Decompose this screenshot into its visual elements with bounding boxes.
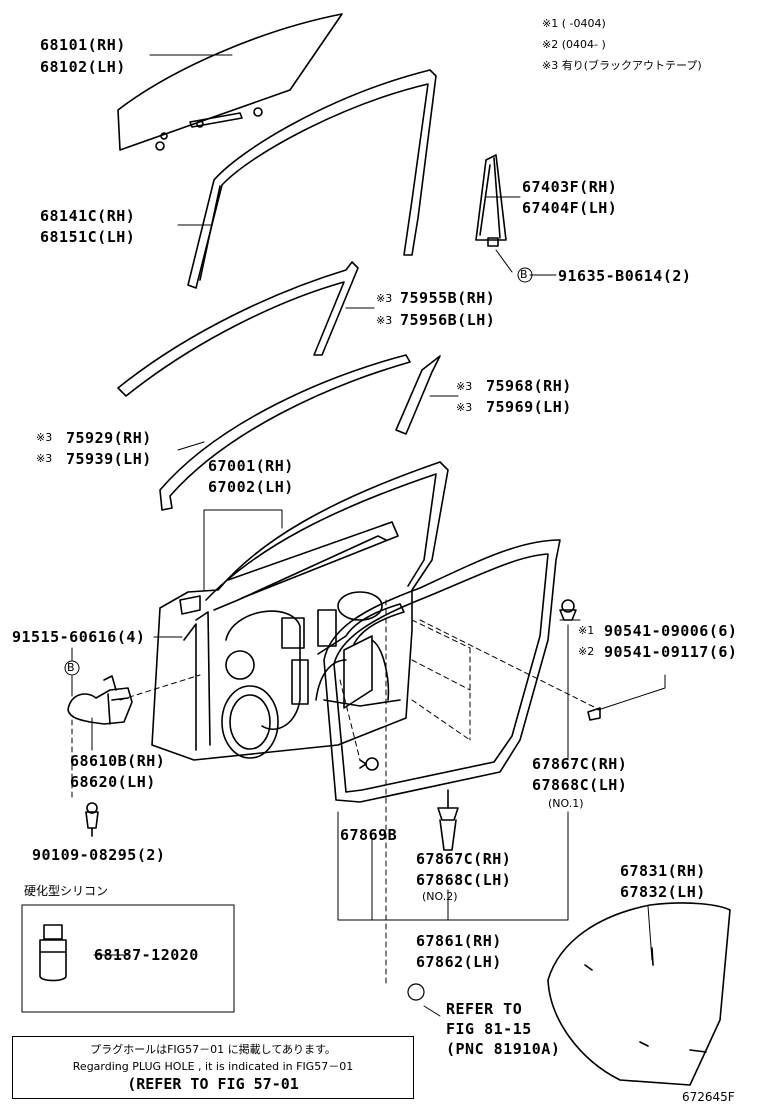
part-label-68101: 68101(RH) bbox=[40, 36, 126, 54]
door-glass-part bbox=[117, 13, 343, 151]
plug-hole-note-en: Regarding PLUG HOLE , it is indicated in… bbox=[72, 1060, 354, 1073]
part-label-67868c-lh-no2: 67868C(LH) bbox=[416, 871, 512, 889]
part-label-75969: 75969(LH) bbox=[486, 398, 572, 416]
part-label-67404f: 67404F(LH) bbox=[522, 199, 618, 217]
refer-line-1: REFER TO bbox=[446, 1000, 523, 1018]
part-label-68102: 68102(LH) bbox=[40, 58, 126, 76]
no1-label: (NO.1) bbox=[548, 797, 584, 810]
part-label-75968: 75968(RH) bbox=[486, 377, 572, 395]
b-circle-mark-lower bbox=[64, 660, 80, 676]
front-door-panel-part bbox=[151, 461, 449, 761]
note2-mark-90541: ※2 bbox=[578, 645, 595, 658]
part-label-67862: 67862(LH) bbox=[416, 953, 502, 971]
note3-mark-75956b: ※3 bbox=[376, 314, 393, 327]
part-label-75955b: 75955B(RH) bbox=[400, 289, 496, 307]
window-molding-part bbox=[159, 354, 411, 511]
part-label-68151c: 68151C(LH) bbox=[40, 228, 136, 246]
figure-id: 672645F bbox=[682, 1090, 735, 1104]
part-label-91515: 91515-60616(4) bbox=[12, 628, 146, 646]
b-mark-label-upper: B bbox=[520, 268, 528, 281]
part-label-67403f: 67403F(RH) bbox=[522, 178, 618, 196]
b-circle-mark-upper bbox=[517, 267, 533, 283]
plug-hole-note-jp: プラグホールはFIG57－01 に掲載してあります。 bbox=[90, 1043, 336, 1056]
plug-hole-refer: (REFER TO FIG 57-01 bbox=[127, 1075, 299, 1093]
part-label-67832: 67832(LH) bbox=[620, 883, 706, 901]
division-molding-part bbox=[395, 355, 441, 435]
part-label-68610b: 68610B(RH) bbox=[70, 752, 166, 770]
part-label-91635: 91635-B0614(2) bbox=[558, 267, 692, 285]
dashed-leaders bbox=[71, 599, 601, 986]
refer-line-2: FIG 81-15 bbox=[446, 1020, 532, 1038]
no2-label: (NO.2) bbox=[422, 890, 458, 903]
part-label-90541-09117: 90541-09117(6) bbox=[604, 643, 738, 661]
silicone-box bbox=[21, 904, 235, 1013]
plug-hole-notice-box: プラグホールはFIG57－01 に掲載してあります。 Regarding PLU… bbox=[12, 1036, 414, 1099]
part-label-67861: 67861(RH) bbox=[416, 932, 502, 950]
part-label-75956b: 75956B(LH) bbox=[400, 311, 496, 329]
part-label-67001: 67001(RH) bbox=[208, 457, 294, 475]
part-label-67867c-rh-no2: 67867C(RH) bbox=[416, 850, 512, 868]
plug-hole-circle bbox=[407, 983, 425, 1001]
b-mark-label-lower: B bbox=[67, 661, 75, 674]
part-label-67868c-lh-no1: 67868C(LH) bbox=[532, 776, 628, 794]
fasteners bbox=[85, 599, 601, 851]
leader-lines bbox=[71, 54, 666, 1017]
note3-mark-75968: ※3 bbox=[456, 380, 473, 393]
part-label-67869b: 67869B bbox=[340, 826, 398, 844]
note3-mark-75939: ※3 bbox=[36, 452, 53, 465]
door-hinge-part bbox=[67, 675, 133, 725]
frame-molding-part bbox=[475, 154, 507, 247]
run-channel-part bbox=[187, 69, 437, 289]
legend-note-1: ※1 ( -0404) bbox=[542, 17, 606, 30]
legend-note-3: ※3 有り(ブラックアウトテープ) bbox=[542, 59, 702, 72]
note3-mark-75955b: ※3 bbox=[376, 292, 393, 305]
part-label-68187: 68187-12020 bbox=[94, 946, 199, 964]
part-label-75929: 75929(RH) bbox=[66, 429, 152, 447]
part-label-68620: 68620(LH) bbox=[70, 773, 156, 791]
part-label-67831: 67831(RH) bbox=[620, 862, 706, 880]
silicone-title: 硬化型シリコン bbox=[24, 884, 109, 898]
note1-mark-90541: ※1 bbox=[578, 624, 595, 637]
note3-mark-75929: ※3 bbox=[36, 431, 53, 444]
refer-line-3: (PNC 81910A) bbox=[446, 1040, 561, 1058]
service-hole-cover-part bbox=[547, 902, 731, 1086]
part-label-90541-09006: 90541-09006(6) bbox=[604, 622, 738, 640]
part-label-67002: 67002(LH) bbox=[208, 478, 294, 496]
door-weatherstrip-part bbox=[317, 539, 561, 803]
part-label-90109: 90109-08295(2) bbox=[32, 846, 166, 864]
part-label-75939: 75939(LH) bbox=[66, 450, 152, 468]
part-label-68141c: 68141C(RH) bbox=[40, 207, 136, 225]
part-label-67867c-rh-no1: 67867C(RH) bbox=[532, 755, 628, 773]
legend-note-2: ※2 (0404- ) bbox=[542, 38, 606, 51]
belt-molding-upper-part bbox=[117, 261, 359, 397]
note3-mark-75969: ※3 bbox=[456, 401, 473, 414]
